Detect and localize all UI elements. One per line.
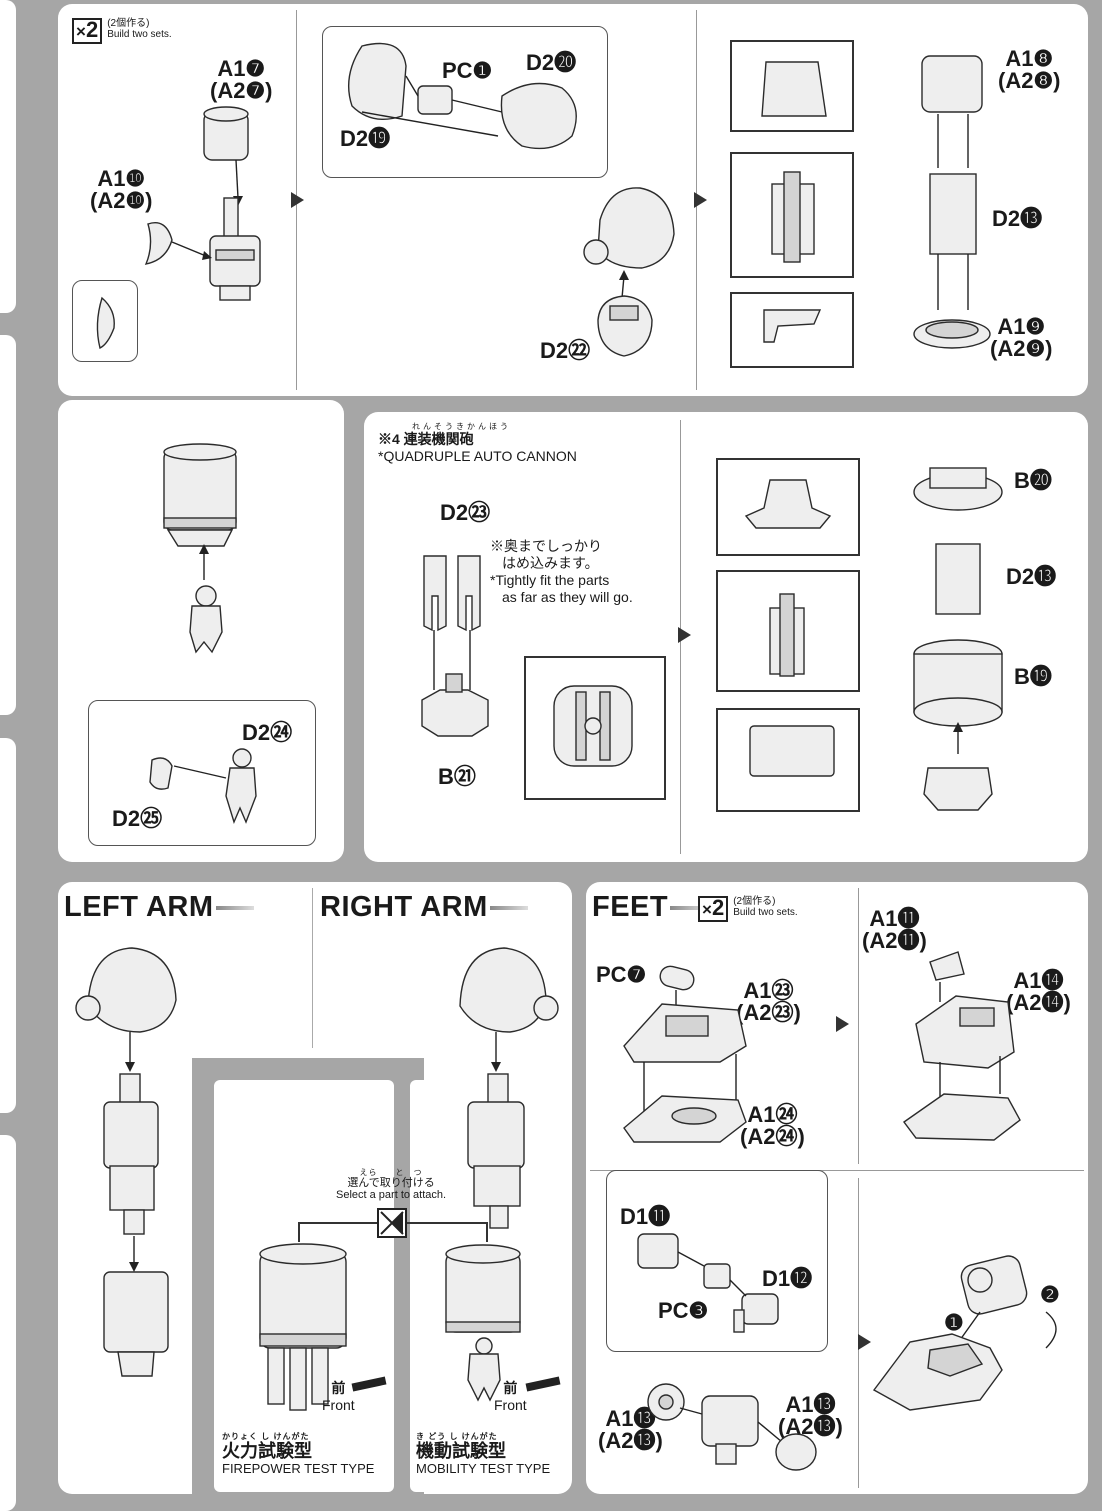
right-arm-heading: RIGHT ARM (320, 892, 528, 922)
assembly-step-1: ❶ (944, 1310, 964, 1335)
part-label-a1-14: A1⓮(A2⓮) (1006, 968, 1071, 1015)
mobility-test-type-label: き どう し けんがた 機動試験型 MOBILITY TEST TYPE (416, 1432, 551, 1476)
build-two-sets-badge: ×2 (2個作る)Build two sets. (698, 896, 798, 922)
cannon-title: れんそうきかんほう ※4 連装機関砲 *QUADRUPLE AUTO CANNO… (378, 422, 577, 464)
part-label-b-21: B㉑ (438, 764, 476, 789)
select-connector-line (298, 1222, 300, 1242)
front-label: 前 Front (322, 1380, 355, 1413)
detail-callout (72, 280, 138, 362)
part-label-d2-13: D2⓭ (992, 206, 1043, 231)
select-icon (377, 1208, 407, 1238)
part-label-a1-11: A1⓫(A2⓫) (862, 906, 927, 953)
part-label-d2-24: D2㉔ (242, 720, 293, 745)
ankle-assembly-illustration (647, 1383, 817, 1471)
left-arm-illustration (75, 947, 177, 1377)
step-arrow (694, 192, 707, 208)
mobility-forearm-illustration (445, 1244, 521, 1402)
part-label-pc-3: PC❸ (658, 1298, 709, 1323)
divider (858, 888, 859, 1164)
part-label-b-20: B⓴ (1014, 468, 1052, 493)
detail-box (730, 292, 854, 368)
assembly-step-2: ❷ (1040, 1282, 1060, 1307)
part-label-d1-11: D1⓫ (620, 1204, 671, 1229)
shoulder-cap-icon (583, 187, 675, 357)
part-label-d2-13: D2⓭ (1006, 564, 1057, 589)
part-label-a1-13: A1⓭(A2⓭) (778, 1392, 843, 1439)
part-label-d2-22: D2㉒ (540, 338, 591, 363)
hand-parts-icon (149, 748, 257, 825)
detail-callout (606, 1170, 828, 1352)
divider (858, 1178, 859, 1488)
step-arrow (836, 1016, 849, 1032)
part-label-pc-7: PC❼ (596, 962, 647, 987)
right-arm-illustration (459, 947, 559, 1229)
part-label-a1-24: A1㉔(A2㉔) (740, 1102, 805, 1149)
ankle-joint-parts-icon (637, 1233, 779, 1333)
select-part-note: えら と つ 選んで取り付ける Select a part to attach. (336, 1168, 447, 1201)
part-label-a1-9: A1❾(A2❾) (990, 314, 1053, 361)
part-label-a1-7: A1❼(A2❼) (210, 56, 273, 103)
part-label-pc-1: PC❶ (442, 58, 493, 83)
upper-arm-parts-illustration (761, 55, 991, 349)
cannon-fit-note: ※奥までしっかり はめ込みます。 *Tightly fit the parts … (490, 538, 633, 605)
divider (312, 888, 313, 1048)
foot-cover-illustration (903, 951, 1021, 1141)
feet-heading: FEET (592, 892, 708, 922)
part-label-a1-10: A1❿(A2❿) (90, 166, 153, 213)
side-tab-3 (0, 738, 16, 1113)
cannon-mount-parts-illustration (744, 467, 1003, 811)
step-arrow (291, 192, 304, 208)
side-tab-4 (0, 1135, 16, 1511)
firepower-test-type-label: かりょく し けんがた 火力試験型 FIREPOWER TEST TYPE (222, 1432, 375, 1476)
left-arm-heading: LEFT ARM (64, 892, 254, 922)
part-label-a1-8: A1❽(A2❽) (998, 46, 1061, 93)
part-label-d2-20: D2⓴ (526, 50, 577, 75)
side-tab-2 (0, 335, 16, 715)
shield-detail-icon (96, 296, 115, 350)
side-tab-1 (0, 0, 16, 313)
select-connector-line (486, 1222, 488, 1242)
part-label-d2-23: D2㉓ (440, 500, 491, 525)
part-label-a1-23: A1㉓(A2㉓) (736, 978, 801, 1025)
firepower-forearm-illustration (259, 1243, 347, 1411)
front-label: 前 Front (494, 1380, 527, 1413)
shoulder-joint-illustration (144, 106, 261, 301)
forearm-assembly-illustration (163, 443, 237, 654)
step-arrow (858, 1334, 871, 1350)
foot-base-illustration (623, 965, 747, 1143)
cannon-top-view-icon (553, 685, 633, 767)
shoulder-cap-assembly-icon (347, 42, 577, 150)
divider (590, 1170, 1084, 1171)
part-label-a1-13: A1⓭(A2⓭) (598, 1406, 663, 1453)
part-label-b-19: B⓳ (1014, 664, 1052, 689)
part-label-d1-12: D1⓬ (762, 1266, 813, 1291)
part-label-d2-25: D2㉕ (112, 806, 163, 831)
cannon-barrels-illustration (421, 555, 489, 737)
part-label-d2-19: D2⓳ (340, 126, 391, 151)
step-arrow (678, 627, 691, 643)
foot-final-assembly-illustration (872, 1255, 1057, 1411)
build-two-sets-badge: ×2 (2個作る)Build two sets. (72, 18, 172, 44)
